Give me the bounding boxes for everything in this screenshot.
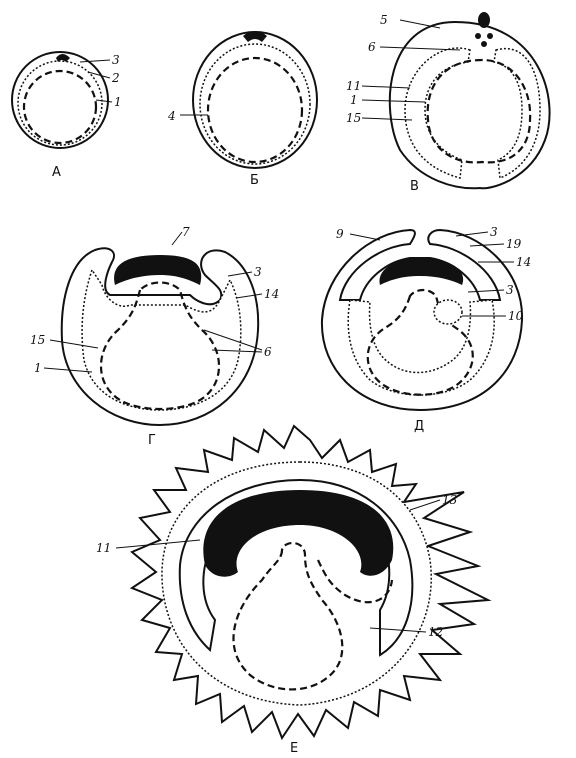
panel-e-yolk-stalk — [317, 559, 394, 604]
panel-v-caption: В — [410, 179, 419, 194]
panel-a-germ-layer — [22, 69, 98, 145]
panel-d-label-14: 14 — [516, 255, 531, 269]
panel-a-embryo-mark — [56, 54, 70, 62]
panel-g-inner-layer — [81, 268, 242, 411]
panel-e-label-13: 13 — [442, 493, 458, 507]
panel-d-embryo-mark — [379, 258, 464, 285]
panel-g-label-14: 14 — [264, 287, 279, 301]
panel-d-inner-layer — [347, 299, 495, 396]
panel-d-label-19: 19 — [506, 237, 522, 251]
panel-v-label-1: 1 — [350, 93, 358, 107]
panel-v-inner-fold-left — [404, 47, 471, 179]
panel-v: 5 6 11 1 15 В — [346, 12, 551, 194]
panel-v-embryo-mark — [478, 12, 490, 28]
panel-e: 13 11 12 Е — [96, 424, 492, 756]
panel-g: 7 3 14 15 1 6 Г — [30, 225, 279, 448]
panel-g-embryo-mark — [114, 255, 202, 285]
panel-b-label-4: 4 — [167, 109, 176, 123]
panel-b-inner-layer — [199, 43, 311, 165]
panel-g-label-15: 15 — [30, 333, 45, 347]
panel-v-germ-layer — [426, 58, 532, 164]
panel-a-label-3: 3 — [112, 53, 120, 67]
panel-e-label-12: 12 — [428, 625, 443, 639]
panel-g-label-6: 6 — [264, 345, 272, 359]
panel-d: 9 3 19 14 3 10 Д — [320, 225, 531, 434]
panel-a-label-1: 1 — [114, 95, 122, 109]
panel-d-allantois — [433, 299, 463, 325]
panel-g-label-7: 7 — [182, 225, 190, 239]
panel-g-amnion-stalk — [99, 281, 221, 411]
panel-v-label-5: 5 — [380, 13, 388, 27]
panel-g-caption: Г — [148, 433, 156, 448]
panel-b-caption: Б — [250, 173, 259, 188]
panel-g-label-3: 3 — [254, 265, 262, 279]
panel-v-label-11: 11 — [346, 79, 361, 93]
panel-a: 3 2 1 А — [11, 51, 122, 180]
panel-b: 4 Б — [167, 31, 318, 188]
panel-e-germ-layer — [232, 542, 344, 691]
panel-a-inner-layer — [17, 60, 103, 146]
panel-d-label-3-mid: 3 — [506, 283, 514, 297]
panel-e-embryo-mark — [203, 490, 394, 577]
panel-a-caption: А — [52, 165, 61, 180]
panel-g-label-1: 1 — [34, 361, 42, 375]
panel-b-embryo-mark — [243, 31, 267, 42]
panel-v-label-6: 6 — [368, 40, 376, 54]
panel-d-label-10: 10 — [508, 309, 524, 323]
panel-e-caption: Е — [290, 741, 298, 756]
panel-v-label-15: 15 — [346, 111, 361, 125]
panel-a-label-2: 2 — [111, 71, 120, 85]
panel-d-caption: Д — [414, 419, 424, 434]
panel-d-label-9: 9 — [336, 227, 344, 241]
panel-d-label-3-top: 3 — [490, 225, 498, 239]
panel-v-inner-fold-right — [493, 47, 541, 180]
panel-b-germ-layer — [206, 56, 304, 164]
panel-e-label-11: 11 — [96, 541, 111, 555]
